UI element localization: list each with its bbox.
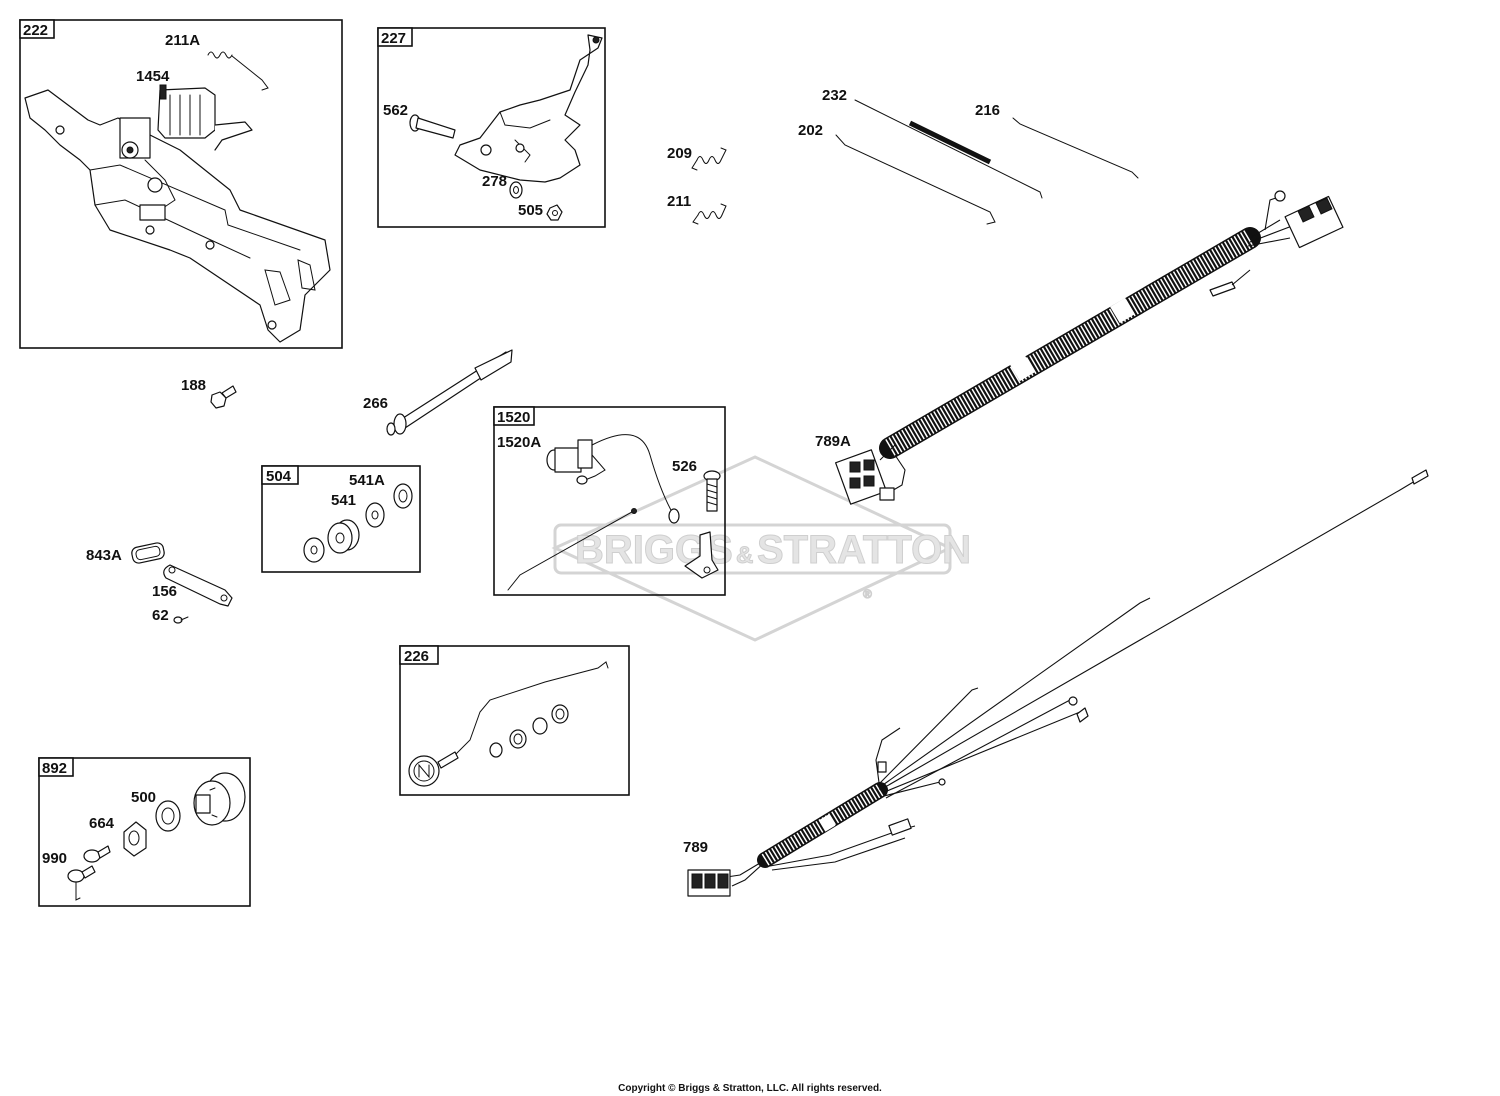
watermark-reg: ® <box>863 587 872 601</box>
screw-62-part[interactable] <box>173 616 189 624</box>
group-892-tag <box>38 757 74 777</box>
spring-211A-part[interactable] <box>207 51 269 91</box>
dipstick-wire-part[interactable] <box>507 508 637 591</box>
choke-cable-part[interactable] <box>408 661 609 787</box>
nut-505-part[interactable] <box>546 204 563 221</box>
group-504-label: 504 <box>266 468 292 485</box>
callout-505: 505 <box>518 202 543 219</box>
washer-541A-part[interactable] <box>393 483 413 509</box>
shaft-266-part[interactable] <box>386 349 513 436</box>
group-1520-tag <box>493 406 535 426</box>
control-bracket-part[interactable] <box>24 89 331 343</box>
callout-789: 789 <box>683 839 708 856</box>
group-227-tag <box>377 27 413 47</box>
washer-504-part[interactable] <box>303 537 325 563</box>
callout-1454: 1454 <box>136 68 170 85</box>
spring-209-part[interactable] <box>691 147 727 171</box>
group-1520-frame <box>493 406 726 596</box>
rod-216-part[interactable] <box>1012 117 1139 179</box>
group-227-frame <box>377 27 606 228</box>
callout-188: 188 <box>181 377 206 394</box>
group-504-tag <box>261 465 299 485</box>
washer-278-part[interactable] <box>509 181 523 199</box>
watermark-amp: & <box>736 542 753 569</box>
callout-202: 202 <box>798 122 823 139</box>
pin-562-part[interactable] <box>409 114 456 139</box>
group-222[interactable]: 222 211A 1454 <box>19 19 343 349</box>
harness-789A-part[interactable] <box>835 190 1344 505</box>
spring-211-part[interactable] <box>692 203 727 225</box>
bolt-526-part[interactable] <box>703 470 721 512</box>
callout-216: 216 <box>975 102 1000 119</box>
callout-209: 209 <box>667 145 692 162</box>
group-222-frame <box>19 19 343 349</box>
callout-500: 500 <box>131 789 156 806</box>
choke-washers-part[interactable] <box>489 704 569 758</box>
group-1520[interactable]: 1520 1520A 526 <box>493 406 726 596</box>
bolt-188-part[interactable] <box>210 385 237 409</box>
group-892-frame <box>38 757 251 907</box>
copyright-text: Copyright © Briggs & Stratton, LLC. All … <box>618 1083 882 1094</box>
throttle-lever-part[interactable] <box>454 34 603 183</box>
callout-1520A: 1520A <box>497 434 541 451</box>
callout-232: 232 <box>822 87 847 104</box>
group-227[interactable]: 227 562 278 505 <box>377 27 606 228</box>
group-892-label: 892 <box>42 760 67 777</box>
ignition-switch-part[interactable] <box>193 772 246 826</box>
group-226-frame <box>399 645 630 796</box>
group-1520-label: 1520 <box>497 409 530 426</box>
rod-202-part[interactable] <box>835 134 996 225</box>
harness-789-part[interactable] <box>687 469 1429 897</box>
watermark-logo: BRIGGS & STRATTON ® <box>551 455 972 642</box>
group-504-frame <box>261 465 421 573</box>
callout-562: 562 <box>383 102 408 119</box>
callout-843A: 843A <box>86 547 122 564</box>
nut-664-part[interactable] <box>123 821 147 857</box>
callout-62: 62 <box>152 607 169 624</box>
lockwasher-500-part[interactable] <box>155 800 181 832</box>
group-892[interactable]: 892 500 664 990 <box>38 757 251 907</box>
bushing-541-part[interactable] <box>327 519 360 554</box>
lever-156-part[interactable] <box>163 564 233 607</box>
solenoid-1454-part[interactable] <box>157 84 253 151</box>
callout-266: 266 <box>363 395 388 412</box>
group-504[interactable]: 504 541A 541 <box>261 465 421 573</box>
callout-541A: 541A <box>349 472 385 489</box>
group-222-tag <box>19 19 55 39</box>
group-222-label: 222 <box>23 22 48 39</box>
group-226-label: 226 <box>404 648 429 665</box>
group-226[interactable]: 226 <box>399 645 630 796</box>
callout-211: 211 <box>667 193 691 210</box>
callout-278: 278 <box>482 173 507 190</box>
pad-843A-part[interactable] <box>131 542 166 564</box>
rod-232-part[interactable] <box>854 99 1043 199</box>
group-226-tag <box>399 645 439 665</box>
keys-990-part[interactable] <box>67 845 111 901</box>
watermark-text-right: STRATTON <box>757 528 971 572</box>
callout-664: 664 <box>89 815 115 832</box>
sensor-1520A-part[interactable] <box>546 434 680 524</box>
bracket-1520-part[interactable] <box>684 531 719 579</box>
group-227-label: 227 <box>381 30 406 47</box>
callout-156: 156 <box>152 583 177 600</box>
callout-526: 526 <box>672 458 697 475</box>
callout-211A: 211A <box>165 32 200 49</box>
washer-541-part[interactable] <box>365 502 385 528</box>
callout-541: 541 <box>331 492 356 509</box>
callout-789A: 789A <box>815 433 851 450</box>
callout-990: 990 <box>42 850 67 867</box>
